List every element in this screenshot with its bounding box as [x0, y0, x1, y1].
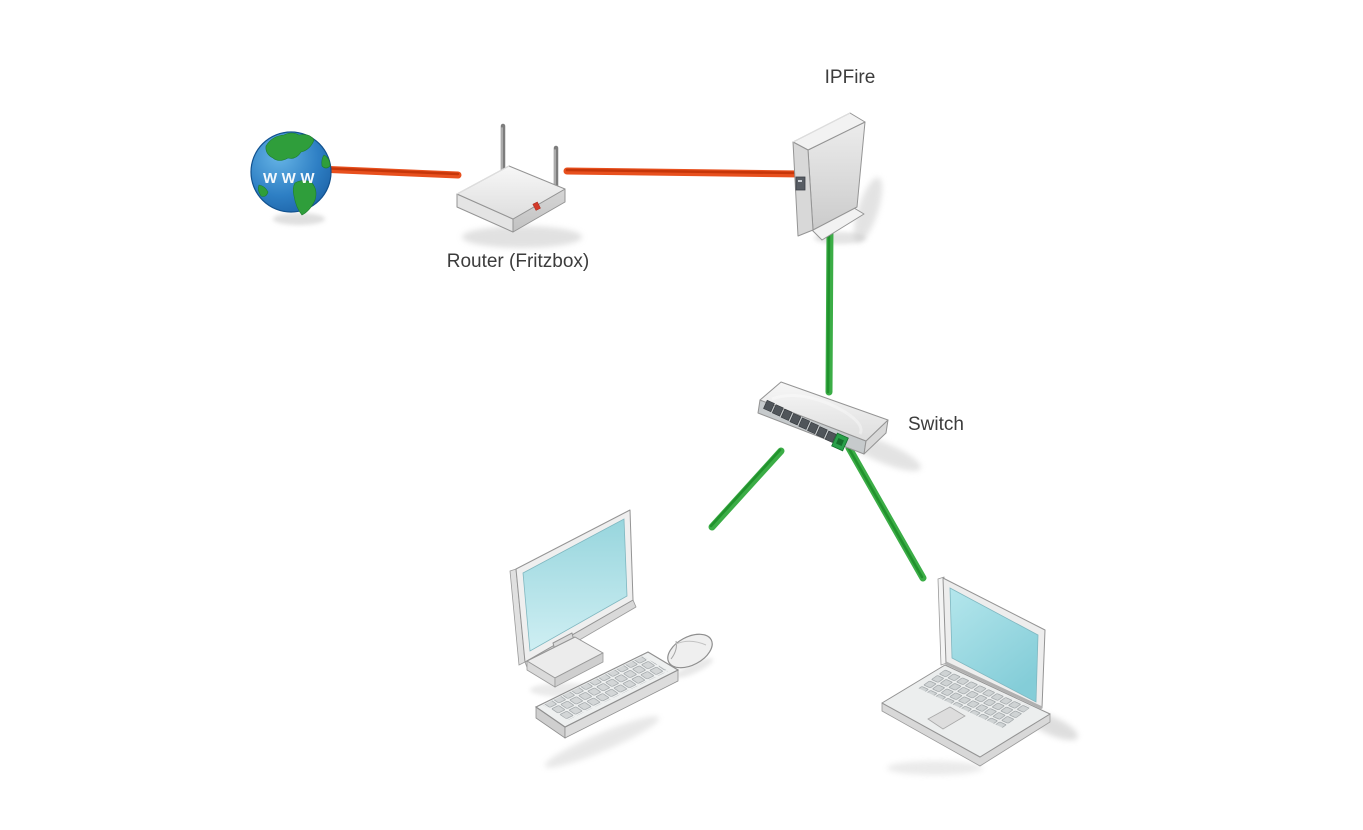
laptop-screen: [949, 587, 1039, 703]
keyboard-keys: [543, 656, 668, 720]
switch-device: [757, 381, 889, 455]
laptop-hinge: [945, 661, 1043, 710]
router-device: [456, 123, 566, 233]
router-antenna-right: [553, 145, 559, 193]
ipfire-label: IPFire: [825, 67, 876, 88]
mouse: [667, 633, 713, 669]
ipfire-shadow: [853, 177, 883, 243]
desktop-computer: [509, 509, 713, 739]
internet-globe: WWW: [250, 131, 332, 216]
keyboard-shadow: [544, 716, 660, 768]
switch-label: Switch: [908, 414, 964, 435]
laptop-keys: [918, 669, 1031, 728]
router-led: [532, 201, 541, 211]
switch-top-highlight: [771, 394, 863, 435]
router-antenna-left: [500, 123, 506, 177]
lan-link-ipfire-switch: [825, 222, 834, 396]
router-shadow: [462, 226, 582, 248]
lan-link-switch-desktop: [708, 447, 785, 531]
lan-link-switch-laptop: [845, 444, 927, 582]
switch-ports: [763, 399, 837, 443]
globe-www-text: WWW: [263, 170, 319, 187]
globe-continents: [258, 132, 331, 216]
router-label: Router (Fritzbox): [447, 251, 590, 272]
labels: IPFire Router (Fritzbox) Switch: [447, 67, 964, 435]
laptop-front-shadow: [887, 761, 983, 775]
globe-shadow: [273, 213, 325, 225]
wan-link-router-ipfire: [563, 167, 805, 178]
links: [314, 165, 927, 582]
switch-top-face: [759, 381, 889, 442]
mouse-button-split: [670, 640, 677, 660]
monitor-base-right: [554, 652, 604, 688]
monitor-screen: [522, 518, 628, 652]
ipfire-port-pin: [798, 180, 802, 182]
switch-uplink-port-green: [831, 432, 849, 452]
mouse-shadow: [674, 658, 714, 678]
laptop-computer: [881, 576, 1051, 767]
ipfire-front-port: [795, 176, 806, 191]
wan-link-internet-router: [314, 165, 462, 179]
mouse-top-line: [675, 640, 707, 646]
laptop-touchpad: [927, 706, 966, 730]
ipfire-device: [792, 112, 866, 241]
